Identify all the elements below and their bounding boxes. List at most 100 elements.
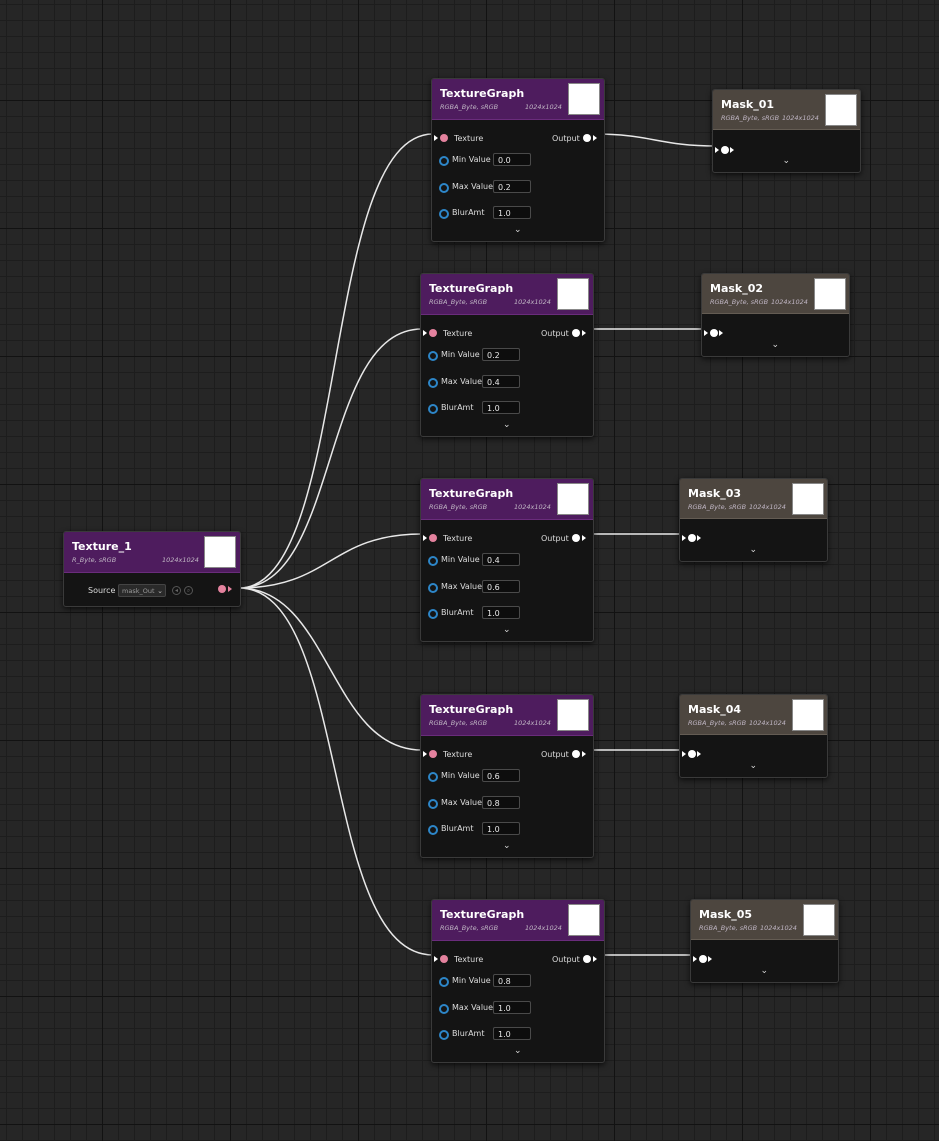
- mask-output-node[interactable]: Mask_03 RGBA_Byte, sRGB 1024x1024 ⌄: [679, 478, 828, 562]
- param-value-field[interactable]: 1.0: [482, 401, 520, 414]
- param-value-field[interactable]: 0.0: [493, 153, 531, 166]
- pin-arrow-icon: [730, 147, 734, 153]
- param-pin[interactable]: [428, 772, 438, 782]
- texture-input-pin[interactable]: [440, 134, 448, 142]
- param-row: BlurAmt 1.0: [432, 1026, 604, 1046]
- output-pin[interactable]: [572, 750, 580, 758]
- texturegraph-node[interactable]: TextureGraph RGBA_Byte, sRGB 1024x1024 T…: [431, 899, 605, 1063]
- param-pin[interactable]: [428, 609, 438, 619]
- param-value-field[interactable]: 0.8: [493, 974, 531, 987]
- node-header[interactable]: TextureGraph RGBA_Byte, sRGB 1024x1024: [432, 79, 604, 120]
- source-dropdown[interactable]: mask_Out ⌄: [118, 584, 166, 597]
- param-pin[interactable]: [428, 351, 438, 361]
- browse-icon[interactable]: ◂: [172, 586, 181, 595]
- mask-input-pin[interactable]: [721, 146, 729, 154]
- texture-pin-row: Texture Output: [421, 745, 593, 765]
- texture-output-pin[interactable]: [218, 585, 226, 593]
- input-pin-row: [713, 141, 860, 161]
- param-pin[interactable]: [439, 1030, 449, 1040]
- node-header[interactable]: TextureGraph RGBA_Byte, sRGB 1024x1024: [421, 695, 593, 736]
- magnifier-icon[interactable]: ⌕: [184, 586, 193, 595]
- mask-input-pin[interactable]: [688, 534, 696, 542]
- param-value-field[interactable]: 0.4: [482, 375, 520, 388]
- param-value-field[interactable]: 0.2: [493, 180, 531, 193]
- node-header[interactable]: Mask_05 RGBA_Byte, sRGB 1024x1024: [691, 900, 838, 940]
- texture-thumbnail: [557, 278, 589, 310]
- texturegraph-node[interactable]: TextureGraph RGBA_Byte, sRGB 1024x1024 T…: [420, 478, 594, 642]
- texture-input-pin[interactable]: [429, 329, 437, 337]
- param-value-field[interactable]: 0.2: [482, 348, 520, 361]
- param-value-field[interactable]: 0.6: [482, 769, 520, 782]
- chevron-down-icon[interactable]: ⌄: [503, 420, 511, 430]
- output-pin[interactable]: [583, 955, 591, 963]
- param-row: Min Value 0.6: [421, 768, 593, 788]
- texture-input-pin[interactable]: [429, 534, 437, 542]
- node-title: Mask_03: [688, 487, 742, 500]
- param-pin[interactable]: [439, 1004, 449, 1014]
- texture-input-pin[interactable]: [429, 750, 437, 758]
- param-value-field[interactable]: 1.0: [493, 1001, 531, 1014]
- mask-output-node[interactable]: Mask_01 RGBA_Byte, sRGB 1024x1024 ⌄: [712, 89, 861, 173]
- chevron-down-icon[interactable]: ⌄: [771, 340, 780, 350]
- param-pin[interactable]: [439, 977, 449, 987]
- node-header[interactable]: TextureGraph RGBA_Byte, sRGB 1024x1024: [421, 274, 593, 315]
- param-value-field[interactable]: 0.4: [482, 553, 520, 566]
- param-pin[interactable]: [428, 404, 438, 414]
- chevron-down-icon[interactable]: ⌄: [503, 841, 511, 851]
- param-pin[interactable]: [428, 583, 438, 593]
- param-pin[interactable]: [428, 825, 438, 835]
- texture-thumbnail: [568, 904, 600, 936]
- param-label: Max Value: [441, 582, 483, 591]
- texture-input-node[interactable]: Texture_1 R_Byte, sRGB 1024x1024 Source …: [63, 531, 241, 607]
- output-pin[interactable]: [572, 534, 580, 542]
- mask-input-pin[interactable]: [699, 955, 707, 963]
- param-pin[interactable]: [439, 156, 449, 166]
- pin-arrow-icon: [582, 751, 586, 757]
- source-dropdown-value: mask_Out: [122, 587, 155, 595]
- mask-output-node[interactable]: Mask_04 RGBA_Byte, sRGB 1024x1024 ⌄: [679, 694, 828, 778]
- param-value-field[interactable]: 0.6: [482, 580, 520, 593]
- chevron-down-icon[interactable]: ⌄: [749, 761, 758, 771]
- param-value-field[interactable]: 1.0: [482, 606, 520, 619]
- param-label: Min Value: [441, 350, 480, 359]
- param-pin[interactable]: [428, 378, 438, 388]
- node-header[interactable]: Mask_02 RGBA_Byte, sRGB 1024x1024: [702, 274, 849, 314]
- wire-texture-to-tg4: [238, 587, 423, 751]
- node-header[interactable]: Mask_03 RGBA_Byte, sRGB 1024x1024: [680, 479, 827, 519]
- mask-input-pin[interactable]: [688, 750, 696, 758]
- texturegraph-node[interactable]: TextureGraph RGBA_Byte, sRGB 1024x1024 T…: [431, 78, 605, 242]
- mask-output-node[interactable]: Mask_02 RGBA_Byte, sRGB 1024x1024 ⌄: [701, 273, 850, 357]
- chevron-down-icon[interactable]: ⌄: [760, 966, 769, 976]
- param-value-field[interactable]: 1.0: [482, 822, 520, 835]
- chevron-down-icon[interactable]: ⌄: [749, 545, 758, 555]
- param-pin[interactable]: [439, 183, 449, 193]
- param-pin[interactable]: [428, 799, 438, 809]
- node-header[interactable]: TextureGraph RGBA_Byte, sRGB 1024x1024: [432, 900, 604, 941]
- param-value-field[interactable]: 1.0: [493, 206, 531, 219]
- chevron-down-icon[interactable]: ⌄: [503, 625, 511, 635]
- param-value-field[interactable]: 0.8: [482, 796, 520, 809]
- output-pin[interactable]: [572, 329, 580, 337]
- output-pin[interactable]: [583, 134, 591, 142]
- param-row: BlurAmt 1.0: [432, 205, 604, 225]
- mask-input-pin[interactable]: [710, 329, 718, 337]
- chevron-down-icon[interactable]: ⌄: [514, 1046, 522, 1056]
- param-pin[interactable]: [439, 209, 449, 219]
- texturegraph-node[interactable]: TextureGraph RGBA_Byte, sRGB 1024x1024 T…: [420, 273, 594, 437]
- texture-input-label: Texture: [454, 955, 484, 964]
- node-header[interactable]: Mask_01 RGBA_Byte, sRGB 1024x1024: [713, 90, 860, 130]
- param-value-field[interactable]: 1.0: [493, 1027, 531, 1040]
- node-resolution: 1024x1024: [514, 719, 551, 727]
- node-header[interactable]: TextureGraph RGBA_Byte, sRGB 1024x1024: [421, 479, 593, 520]
- node-header[interactable]: Texture_1 R_Byte, sRGB 1024x1024: [64, 532, 240, 573]
- texture-thumbnail: [204, 536, 236, 568]
- chevron-down-icon[interactable]: ⌄: [514, 225, 522, 235]
- node-header[interactable]: Mask_04 RGBA_Byte, sRGB 1024x1024: [680, 695, 827, 735]
- texturegraph-node[interactable]: TextureGraph RGBA_Byte, sRGB 1024x1024 T…: [420, 694, 594, 858]
- mask-output-node[interactable]: Mask_05 RGBA_Byte, sRGB 1024x1024 ⌄: [690, 899, 839, 983]
- node-title: Mask_02: [710, 282, 764, 295]
- param-pin[interactable]: [428, 556, 438, 566]
- chevron-down-icon[interactable]: ⌄: [782, 156, 791, 166]
- texture-input-pin[interactable]: [440, 955, 448, 963]
